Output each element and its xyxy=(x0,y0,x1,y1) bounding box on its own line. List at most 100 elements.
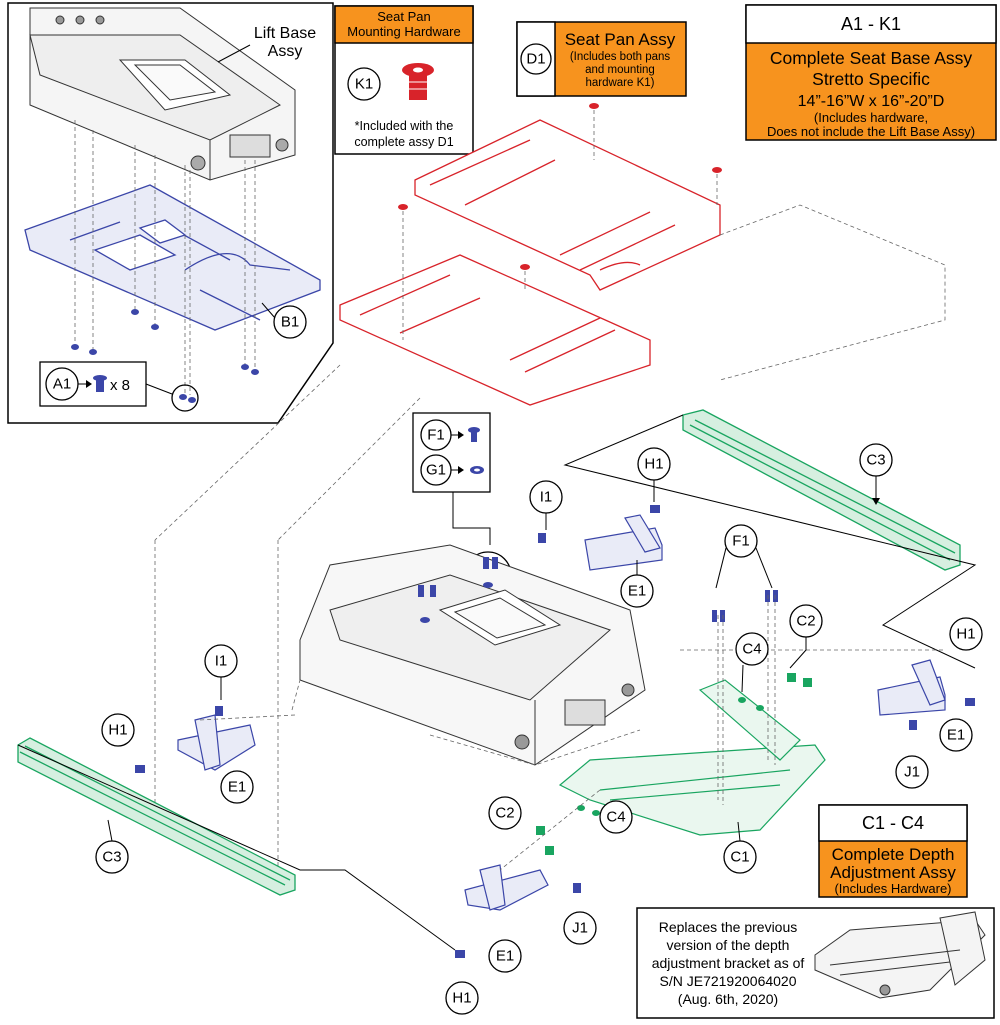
c1c4-line3: (Includes Hardware) xyxy=(834,881,951,896)
bracket-e1-top xyxy=(584,514,663,571)
assembly-dashes xyxy=(199,595,945,871)
callout-e1-bottom: E1 xyxy=(488,939,522,973)
svg-text:E1: E1 xyxy=(496,948,514,965)
seat-pan-guides xyxy=(154,110,946,870)
d1-sub-3: hardware K1) xyxy=(585,77,654,89)
lift-base-drawing xyxy=(29,7,296,181)
replace-line4: S/N JE721920064020 xyxy=(660,973,797,989)
svg-text:C2: C2 xyxy=(796,613,815,630)
c1c4-line2: Adjustment Assy xyxy=(830,863,956,882)
svg-text:C2: C2 xyxy=(495,805,514,822)
main-lift-base-screws xyxy=(418,557,498,623)
callout-c1: C1 xyxy=(723,840,757,874)
replace-line3: adjustment bracket as of xyxy=(652,955,805,971)
svg-text:I1: I1 xyxy=(540,489,553,506)
callout-h1-top: H1 xyxy=(637,447,671,481)
callout-h1-right: H1 xyxy=(949,617,983,651)
d1-sub-2: and mounting xyxy=(585,64,655,76)
callout-j1-bottom: J1 xyxy=(563,911,597,945)
replace-line1: Replaces the previous xyxy=(659,919,798,935)
svg-text:I1: I1 xyxy=(215,653,228,670)
callout-c3-bottom: C3 xyxy=(95,840,129,874)
callout-c4-bottom: C4 xyxy=(599,800,633,834)
bracket-e1-right xyxy=(877,659,946,716)
svg-text:D1: D1 xyxy=(526,51,545,68)
callout-c4-top: C4 xyxy=(735,632,769,666)
a1k1-line4: (Includes hardware, xyxy=(814,110,928,125)
callout-f1-main: F1 xyxy=(724,524,758,558)
svg-text:H1: H1 xyxy=(108,722,127,739)
svg-text:C4: C4 xyxy=(606,809,625,826)
callout-c2-bottom: C2 xyxy=(488,796,522,830)
d1-title: Seat Pan Assy xyxy=(565,30,676,49)
svg-text:H1: H1 xyxy=(644,456,663,473)
inset-guides xyxy=(74,120,256,395)
old-bracket-drawing xyxy=(814,911,986,999)
callout-b1: B1 xyxy=(273,305,307,339)
callout-i1-top: I1 xyxy=(529,480,563,514)
svg-text:K1: K1 xyxy=(355,76,373,93)
a1-screw-icon xyxy=(93,375,107,392)
callout-d1: D1 xyxy=(520,43,552,75)
main-lift-base xyxy=(299,544,646,766)
callout-g1: G1 xyxy=(420,454,452,486)
a1-screw-group-circle xyxy=(171,384,199,412)
a1k1-header: A1 - K1 xyxy=(841,14,901,34)
a1-quantity: x 8 xyxy=(110,377,130,394)
c1c4-header: C1 - C4 xyxy=(862,813,924,833)
callout-h1-left: H1 xyxy=(101,713,135,747)
k1-screw-icon xyxy=(402,63,434,100)
callout-e1-top: E1 xyxy=(620,574,654,608)
replace-line2: version of the depth xyxy=(667,937,790,953)
svg-text:C1: C1 xyxy=(730,849,749,866)
svg-text:A1: A1 xyxy=(53,376,71,393)
svg-text:E1: E1 xyxy=(628,583,646,600)
d1-sub-1: (Includes both pans xyxy=(570,51,671,63)
k1-note-2: complete assy D1 xyxy=(354,135,453,149)
a1k1-line1: Complete Seat Base Assy xyxy=(770,48,973,68)
callout-j1-right: J1 xyxy=(895,755,929,789)
svg-text:H1: H1 xyxy=(956,626,975,643)
green-hardware xyxy=(536,673,812,855)
a1k1-line2: Stretto Specific xyxy=(812,69,930,89)
small-hardware xyxy=(135,505,975,958)
bracket-e1-bottom xyxy=(464,864,549,911)
svg-text:C3: C3 xyxy=(866,452,885,469)
svg-text:H1: H1 xyxy=(452,990,471,1007)
svg-text:C3: C3 xyxy=(102,849,121,866)
a1k1-line3: 14”-16”W x 16”-20”D xyxy=(798,93,945,110)
rail-c3-bottom xyxy=(17,737,296,896)
callout-i1-left: I1 xyxy=(204,644,238,678)
callout-e1-right: E1 xyxy=(939,718,973,752)
k1-header-2: Mounting Hardware xyxy=(347,24,460,39)
assembly-lines xyxy=(17,414,977,951)
a1k1-line5: Does not include the Lift Base Assy) xyxy=(767,124,975,139)
rail-c3-top xyxy=(682,409,961,571)
lift-base-label-1: Lift Base xyxy=(254,25,316,42)
callout-c2-top: C2 xyxy=(789,604,823,638)
seat-pan-front xyxy=(339,254,651,406)
svg-text:G1: G1 xyxy=(426,462,446,479)
k1-note-1: *Included with the xyxy=(355,119,454,133)
svg-text:B1: B1 xyxy=(281,314,299,331)
k1-header-1: Seat Pan xyxy=(377,9,431,24)
svg-text:F1: F1 xyxy=(427,427,445,444)
callout-a1: A1 xyxy=(45,367,79,401)
callout-c3-top: C3 xyxy=(859,443,893,477)
seat-pan-rear xyxy=(414,119,721,291)
inset-screws xyxy=(71,309,259,403)
replace-line5: (Aug. 6th, 2020) xyxy=(678,991,778,1007)
svg-text:E1: E1 xyxy=(228,779,246,796)
c1c4-line1: Complete Depth xyxy=(832,845,955,864)
callout-h1-bottom: H1 xyxy=(445,981,479,1015)
svg-text:J1: J1 xyxy=(904,764,920,781)
lift-base-label-2: Assy xyxy=(268,43,303,60)
f1-screw-icon xyxy=(468,427,480,442)
svg-text:F1: F1 xyxy=(732,533,750,550)
bracket-e1-left xyxy=(177,714,256,771)
callout-e1-left: E1 xyxy=(220,770,254,804)
svg-text:E1: E1 xyxy=(947,727,965,744)
svg-text:C4: C4 xyxy=(742,641,761,658)
seat-pan-screws xyxy=(398,103,722,270)
